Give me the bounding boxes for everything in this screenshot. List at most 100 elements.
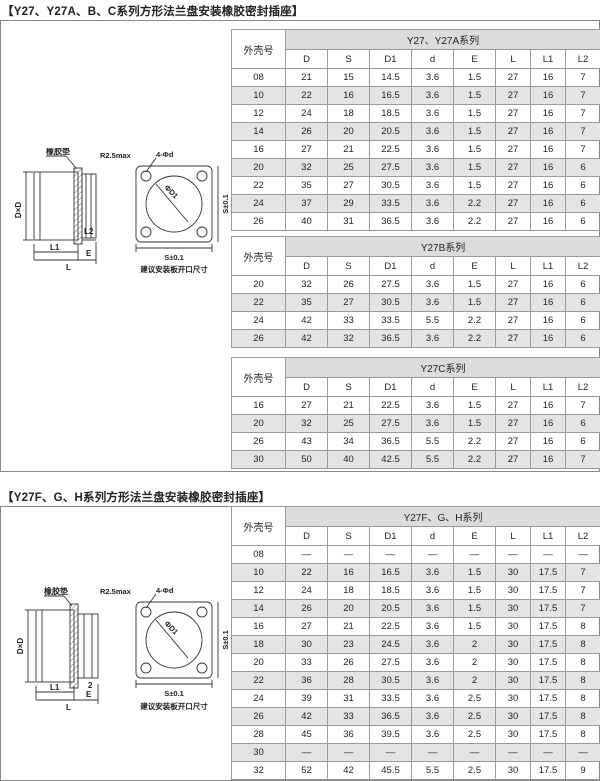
table-cell: 33.5: [369, 194, 412, 213]
shell-number-cell: 20: [231, 414, 286, 433]
column-header: D: [285, 49, 328, 69]
table-cell: 32: [285, 158, 328, 177]
table-cell: 7: [564, 140, 600, 159]
table-cell: 7: [564, 599, 600, 618]
table-cell: 3.6: [411, 581, 454, 600]
column-header: D1: [369, 49, 412, 69]
table-cell: 25: [327, 414, 370, 433]
table-cell: 24: [285, 581, 328, 600]
shell-number-cell: 08: [231, 68, 286, 87]
table-cell: 39.5: [369, 725, 412, 744]
shell-number-cell: 08: [231, 545, 286, 564]
table-cell: 27: [495, 104, 531, 123]
table-cell: 45: [285, 725, 328, 744]
table-cell: 6: [564, 329, 600, 348]
table-cell: 20: [327, 122, 370, 141]
column-header: D1: [369, 526, 412, 546]
table-cell: 27: [495, 158, 531, 177]
column-header: D: [285, 526, 328, 546]
table-cell: 21: [327, 140, 370, 159]
table-cell: 36: [327, 725, 370, 744]
shell-number-cell: 24: [231, 689, 286, 708]
shell-number-cell: 20: [231, 158, 286, 177]
table-cell: 39: [285, 689, 328, 708]
table-cell: 29: [327, 194, 370, 213]
table-cell: 16: [530, 122, 566, 141]
shell-number-cell: 26: [231, 329, 286, 348]
shell-number-cell: 24: [231, 194, 286, 213]
table-cell: 36.5: [369, 329, 412, 348]
table-cell: 35: [285, 176, 328, 195]
shell-number-cell: 14: [231, 122, 286, 141]
table-cell: 16.5: [369, 563, 412, 582]
table-cell: 30.5: [369, 671, 412, 690]
table-cell: 8: [564, 635, 600, 654]
table-cell: 2.5: [453, 707, 496, 726]
series-header: Y27B系列: [284, 236, 600, 257]
table-cell: 8: [564, 617, 600, 636]
table-cell: 17.5: [530, 581, 566, 600]
dd-label: D×D: [14, 202, 23, 218]
table-cell: 14.5: [369, 68, 412, 87]
column-header: L1: [530, 49, 566, 69]
column-header: d: [411, 526, 454, 546]
table-cell: —: [453, 743, 496, 762]
table-cell: 42: [327, 761, 370, 780]
connector-side-view: [23, 155, 97, 264]
table-cell: 32: [285, 275, 328, 294]
table-cell: 28: [327, 671, 370, 690]
column-header: S: [327, 526, 370, 546]
table-cell: 27: [495, 212, 531, 231]
table-row: 30————————: [231, 743, 600, 762]
table-cell: 3.6: [411, 293, 454, 312]
column-header: L: [495, 256, 531, 276]
table-cell: 6: [564, 158, 600, 177]
table-cell: 18.5: [369, 104, 412, 123]
table-cell: 7: [564, 563, 600, 582]
column-header: D1: [369, 256, 412, 276]
column-header: E: [453, 377, 496, 397]
column-header: S: [327, 256, 370, 276]
table-cell: 3.6: [411, 68, 454, 87]
table-cell: 16: [327, 563, 370, 582]
table-cell: 16: [530, 86, 566, 105]
table-cell: 17.5: [530, 635, 566, 654]
shell-number-cell: 10: [231, 563, 286, 582]
table-cell: 7: [564, 396, 600, 415]
table-cell: 27: [495, 450, 531, 469]
table-cell: 30: [495, 563, 531, 582]
shell-number-cell: 30: [231, 743, 286, 762]
column-header: D: [285, 377, 328, 397]
table-cell: 7: [564, 581, 600, 600]
table-cell: 1.5: [453, 293, 496, 312]
e-label: E: [86, 249, 92, 258]
column-header: L: [495, 377, 531, 397]
l1-label-2: L1: [50, 683, 60, 692]
column-header: L2: [564, 377, 600, 397]
shell-number-cell: 24: [231, 311, 286, 330]
table-cell: 30: [495, 599, 531, 618]
table-cell: 37: [285, 194, 328, 213]
table-cell: 9: [564, 761, 600, 780]
table-cell: 32: [285, 414, 328, 433]
table-cell: 21: [327, 617, 370, 636]
table-cell: 3.6: [411, 104, 454, 123]
column-header: L1: [530, 377, 566, 397]
shell-number-cell: 22: [231, 293, 286, 312]
table-cell: —: [285, 545, 328, 564]
shell-number-header: 外壳号: [231, 357, 286, 397]
table-cell: 25: [327, 158, 370, 177]
l-label: L: [66, 263, 71, 272]
table-cell: 22: [285, 563, 328, 582]
table-cell: 52: [285, 761, 328, 780]
d1-label-2: ΦD1: [163, 619, 181, 637]
